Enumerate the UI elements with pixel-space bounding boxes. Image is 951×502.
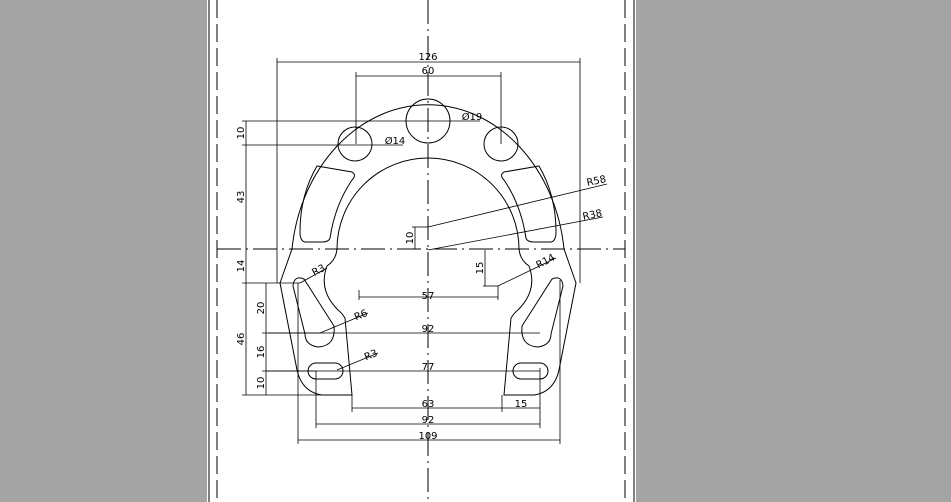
dim-leg-width: 15 — [515, 399, 528, 410]
right-hatched-pocket — [501, 165, 557, 243]
dim-hole-offset: 10 — [236, 127, 247, 140]
right-tapered-slot — [521, 277, 564, 348]
right-body-outline — [503, 248, 577, 396]
dim-notch-width: 57 — [422, 291, 435, 302]
dim-inner-radius: R38 — [582, 208, 604, 223]
dim-slot-spacing-mid: 16 — [256, 346, 267, 359]
dim-big-hole-dia: Ø19 — [462, 111, 483, 123]
left-body-outline — [279, 248, 353, 396]
dim-hole-height: 43 — [236, 191, 247, 204]
dim-slot-spacing-upper: 20 — [256, 302, 267, 315]
dim-lower-height: 46 — [236, 333, 247, 346]
dim-center-offset: 10 — [405, 232, 416, 245]
dim-hole-spacing: 60 — [422, 66, 435, 77]
extension-lines — [242, 58, 581, 444]
dim-lower-offset: 14 — [236, 260, 247, 273]
dim-slot-radius: R6 — [353, 308, 369, 323]
left-hatched-pocket — [299, 165, 355, 243]
left-tapered-slot — [292, 277, 335, 348]
dim-overall-width: 126 — [418, 52, 437, 63]
dim-bottom-offset: 10 — [256, 377, 267, 390]
dim-notch-depth: 15 — [475, 262, 486, 275]
inner-arc — [336, 157, 520, 250]
dim-base-width: 109 — [418, 431, 437, 442]
left-hole — [337, 126, 373, 162]
dim-obround-radius: R3 — [363, 348, 379, 363]
outer-arc — [291, 104, 565, 250]
dim-obround-span: 77 — [422, 362, 435, 373]
dim-small-hole-dia: Ø14 — [385, 135, 406, 147]
dim-slot-span-upper: 92 — [422, 324, 435, 335]
dim-leg-gap: 63 — [422, 399, 435, 410]
dim-outer-radius: R58 — [586, 174, 608, 189]
dim-notch-radius: R14 — [535, 252, 558, 271]
dimension-lines — [245, 61, 608, 441]
dim-bottom-slot-span: 92 — [422, 415, 435, 426]
